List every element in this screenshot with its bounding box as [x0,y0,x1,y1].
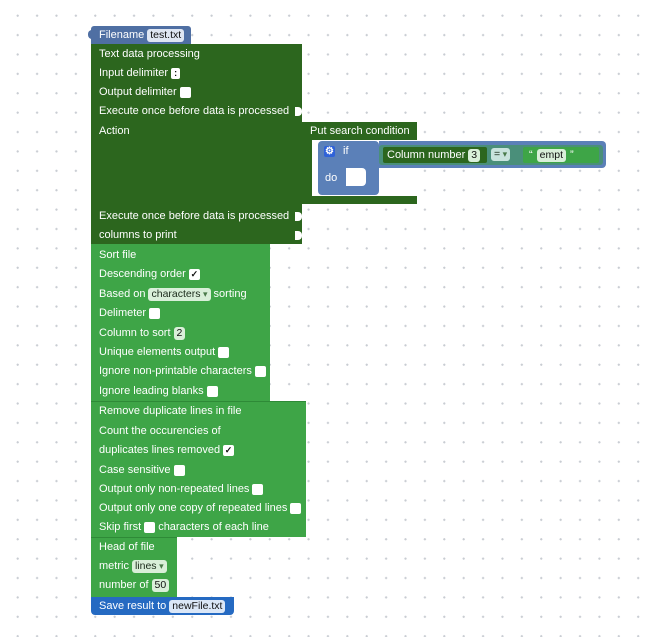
ignore-nonprintable-label: Ignore non-printable characters [99,365,252,377]
if-label: if [343,145,349,157]
duplicates-removed-label: duplicates lines removed [99,444,221,456]
column-number-input[interactable]: 3 [468,148,481,162]
save-result-input[interactable]: newFile.txt [169,599,226,613]
metric-dropdown[interactable]: lines [131,559,167,573]
unique-label: Unique elements output [99,346,216,358]
sort-file-title: Sort file [99,249,137,261]
input-connector [295,212,302,221]
input-connector [295,107,302,116]
block-connector [88,30,95,39]
column-number-block[interactable]: Column number 3 [383,147,487,163]
statement-arm [302,140,312,196]
search-condition-title: Put search condition [310,125,410,137]
case-sensitive-checkbox[interactable] [173,464,185,476]
gear-icon[interactable]: ⚙ [324,145,335,157]
remove-duplicates-block[interactable]: Remove duplicate lines in file Count the… [91,401,306,537]
action-label: Action [99,125,130,137]
based-on-label: Based on [99,288,146,300]
execute-before-label-2: Execute once before data is processed [99,210,290,222]
input-delimiter-label: Input delimiter [99,67,169,79]
column-to-sort-label: Column to sort [99,327,171,339]
skip-first-label: Skip first [99,521,142,533]
metric-label: metric [99,560,129,572]
number-of-input[interactable]: 50 [151,578,170,592]
input-connector [295,231,302,240]
close-quote: ” [570,149,574,161]
one-copy-checkbox[interactable] [290,502,302,514]
save-result-block[interactable]: Save result to newFile.txt [91,597,234,615]
input-delimiter-field[interactable]: : [171,67,181,79]
delimiter-field[interactable] [149,307,161,319]
unique-checkbox[interactable] [218,346,230,358]
filename-input[interactable]: test.txt [147,28,185,42]
output-delimiter-label: Output delimiter [99,86,177,98]
filename-label: Filename [99,29,145,41]
text-literal-block[interactable]: “ empt ” [523,147,599,163]
head-of-file-title: Head of file [99,541,155,553]
text-value-input[interactable]: empt [536,148,567,162]
save-result-label: Save result to [99,600,167,612]
skip-first-field[interactable] [144,521,156,533]
execute-before-label: Execute once before data is processed [99,105,290,117]
text-processing-title: Text data processing [99,48,200,60]
do-slot [346,168,366,186]
sorting-label: sorting [213,288,247,300]
columns-to-print-label: columns to print [99,229,177,241]
delimiter-label: Delimeter [99,307,147,319]
number-of-label: number of [99,579,149,591]
head-of-file-block[interactable]: Head of file metric lines number of 50 [91,537,177,597]
operator-dropdown[interactable]: = [491,148,511,161]
ignore-blanks-label: Ignore leading blanks [99,385,204,397]
column-to-sort-input[interactable]: 2 [173,326,186,340]
non-repeated-label: Output only non-repeated lines [99,483,250,495]
if-block[interactable]: ⚙ if do [318,141,379,195]
non-repeated-checkbox[interactable] [252,483,264,495]
sort-file-block[interactable]: Sort file Descending order ✓ Based on ch… [91,244,270,401]
text-processing-block[interactable]: Text data processing Input delimiter : O… [91,44,302,244]
filename-block[interactable]: Filename test.txt [88,26,191,44]
do-label: do [325,172,338,184]
open-quote: “ [529,149,533,161]
count-label: Count the occurencies of [99,425,221,437]
one-copy-label: Output only one copy of repeated lines [99,502,288,514]
remove-duplicates-title: Remove duplicate lines in file [99,405,242,417]
descending-checkbox[interactable]: ✓ [188,268,200,280]
duplicates-removed-checkbox[interactable]: ✓ [223,444,235,456]
comparison-block[interactable]: Column number 3 = “ empt ” [379,145,603,165]
descending-label: Descending order [99,268,186,280]
column-number-label: Column number [387,149,466,161]
statement-foot [312,196,417,204]
ignore-blanks-checkbox[interactable] [206,385,218,397]
skip-first-suffix: characters of each line [158,521,269,533]
based-on-dropdown[interactable]: characters [148,287,211,301]
ignore-nonprintable-checkbox[interactable] [254,365,266,377]
case-sensitive-label: Case sensitive [99,464,171,476]
output-delimiter-field[interactable] [179,86,191,98]
